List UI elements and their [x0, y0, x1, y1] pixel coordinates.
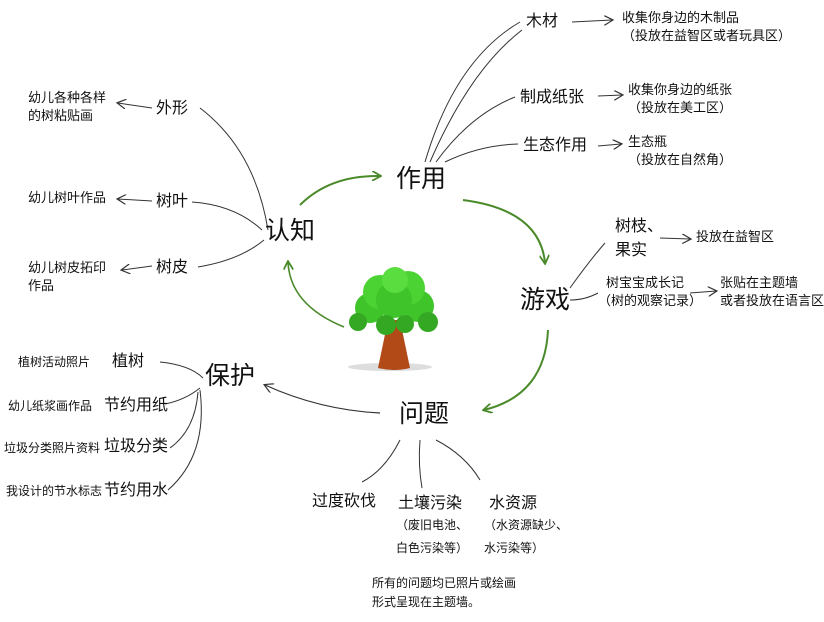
summary-note-2: 形式呈现在主题墙。 [372, 595, 481, 609]
branch-baohu-zhishu [159, 361, 204, 379]
cycle-arrow-zuoyong-youxi [462, 199, 545, 263]
note-shuiziyuan-1: （水资源缺少、 [484, 518, 569, 532]
tree-illustration [348, 267, 438, 371]
activity-jieyue-shui: 我设计的节水标志 [6, 484, 103, 498]
cycle-arrow-tree-renzhi [288, 262, 345, 328]
branch-renzhi-shupi [197, 239, 265, 268]
hub-youxi: 游戏 [520, 285, 571, 314]
hub-baohu: 保护 [205, 361, 256, 390]
arrow-waixing-act [118, 103, 153, 108]
node-waixing: 外形 [156, 98, 189, 117]
node-shuiziyuan: 水资源 [489, 493, 538, 512]
node-kanfa: 过度砍伐 [312, 491, 377, 510]
arrow-zhizhang-act [597, 95, 622, 96]
branch-baohu-laji [169, 391, 199, 449]
activity-chengzhang-1: 张贴在主题墙 [720, 276, 799, 291]
branch-renzhi-waixing [199, 107, 269, 231]
note-turang-2: 白色污染等） [396, 541, 469, 555]
branch-baohu-jieyue-shui [167, 389, 202, 491]
branch-zuoyong-mucai [424, 21, 521, 163]
activity-jieyue-zhi: 幼儿纸浆画作品 [8, 399, 93, 413]
node-shuye: 树叶 [156, 191, 189, 210]
branch-baohu-jieyue-zhi [164, 387, 201, 405]
branch-renzhi-shuye [191, 201, 263, 231]
activity-zhizhang-2: （投放在美工区） [628, 101, 733, 116]
activity-mucai-2: （投放在益智区或者玩具区） [622, 29, 792, 44]
branch-youxi-shuzhi [569, 242, 606, 289]
node-zhizhang: 制成纸张 [520, 87, 585, 106]
branch-youxi-chengzhang [569, 292, 599, 301]
activity-chengzhang-2: 或者投放在语言区 [720, 294, 824, 309]
branch-zuoyong-zhizhang [435, 96, 516, 163]
arrow-wenti-baohu [265, 385, 381, 414]
branch-zuoyong-mucai-2 [429, 29, 523, 163]
summary-note-1: 所有的问题均已照片或绘画 [372, 576, 517, 590]
node-chengzhang-2: （树的观察记录） [598, 294, 703, 309]
note-shuiziyuan-2: 水污染等） [484, 541, 545, 555]
note-turang-1: （废旧电池、 [396, 518, 469, 532]
node-shuzhi-1: 树枝、 [615, 216, 664, 235]
branch-wenti-turang [418, 439, 423, 489]
cycle-arrow-renzhi-zuoyong [299, 176, 380, 206]
node-jieyue-shui: 节约用水 [104, 480, 169, 499]
arrow-chengzhang-act [689, 291, 716, 293]
hub-renzhi: 认知 [265, 216, 316, 245]
node-chengzhang-1: 树宝宝成长记 [606, 276, 685, 291]
activity-shuzhi: 投放在益智区 [696, 230, 775, 245]
hub-zuoyong: 作用 [396, 164, 447, 193]
activity-shengtai-1: 生态瓶 [628, 135, 668, 150]
hub-wenti: 问题 [399, 399, 450, 428]
activity-zhizhang-1: 收集你身边的纸张 [628, 83, 733, 98]
arrow-shengtai-act [597, 144, 621, 146]
node-shuzhi-2: 果实 [615, 240, 648, 259]
branch-wenti-shuiziyuan [435, 439, 481, 481]
node-jieyue-zhi: 节约用纸 [104, 395, 169, 414]
activity-shupi-2: 作品 [28, 279, 55, 294]
branch-wenti-kanfa [361, 439, 401, 483]
node-shupi: 树皮 [156, 257, 189, 276]
node-mucai: 木材 [526, 11, 559, 30]
arrow-mucai-act [571, 20, 612, 22]
activity-zhishu: 植树活动照片 [18, 355, 91, 369]
activity-laji: 垃圾分类照片资料 [4, 441, 101, 455]
arrow-shupi-act [122, 266, 153, 270]
activity-shupi-1: 幼儿树皮拓印 [28, 261, 107, 276]
activity-waixing-1: 幼儿各种各样 [28, 91, 107, 106]
arrow-shuzhi-act [659, 238, 690, 239]
activity-mucai-1: 收集你身边的木制品 [622, 11, 740, 26]
arrow-shuye-act [118, 199, 153, 201]
node-laji: 垃圾分类 [104, 436, 169, 455]
branch-zuoyong-shengtai [444, 143, 519, 163]
activity-shengtai-2: （投放在自然角） [628, 153, 733, 168]
activity-waixing-2: 的树粘贴画 [28, 109, 94, 124]
cycle-arrow-youxi-wenti [484, 329, 549, 410]
node-zhishu: 植树 [112, 351, 145, 370]
node-shengtai: 生态作用 [523, 135, 588, 154]
node-turang: 土壤污染 [398, 493, 463, 512]
activity-shuye: 幼儿树叶作品 [28, 191, 107, 206]
